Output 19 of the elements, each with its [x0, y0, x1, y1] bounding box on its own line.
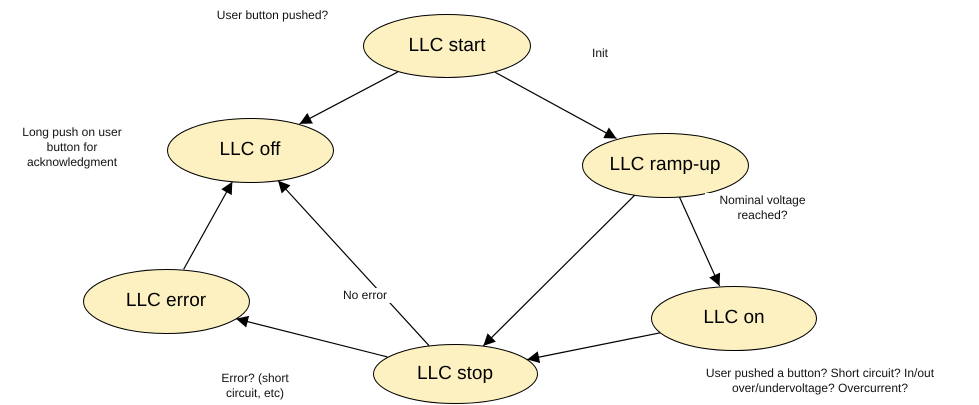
state-name: LLC on: [703, 307, 765, 329]
transition-arrow: [299, 71, 398, 124]
state-name: LLC off: [220, 139, 280, 161]
state-name: LLC stop: [416, 363, 494, 385]
transition-arrow: [494, 72, 617, 140]
transition-arrow: [482, 194, 636, 346]
state-ellipse: [82, 268, 250, 334]
transition-arrow: [183, 181, 233, 270]
state-ellipse: [372, 344, 538, 404]
state-ellipse: [166, 118, 334, 182]
state-name: LLC error: [126, 290, 206, 312]
state-ellipse: [651, 286, 817, 350]
transition-arrow: [527, 332, 660, 364]
transition-arrow: [278, 180, 430, 346]
state-ellipse: [363, 14, 531, 78]
transition-arrow: [678, 196, 720, 286]
transition-arrow: [236, 316, 388, 358]
state-name: LLC start: [408, 35, 486, 57]
state-name: LLC ramp-up: [610, 154, 720, 176]
